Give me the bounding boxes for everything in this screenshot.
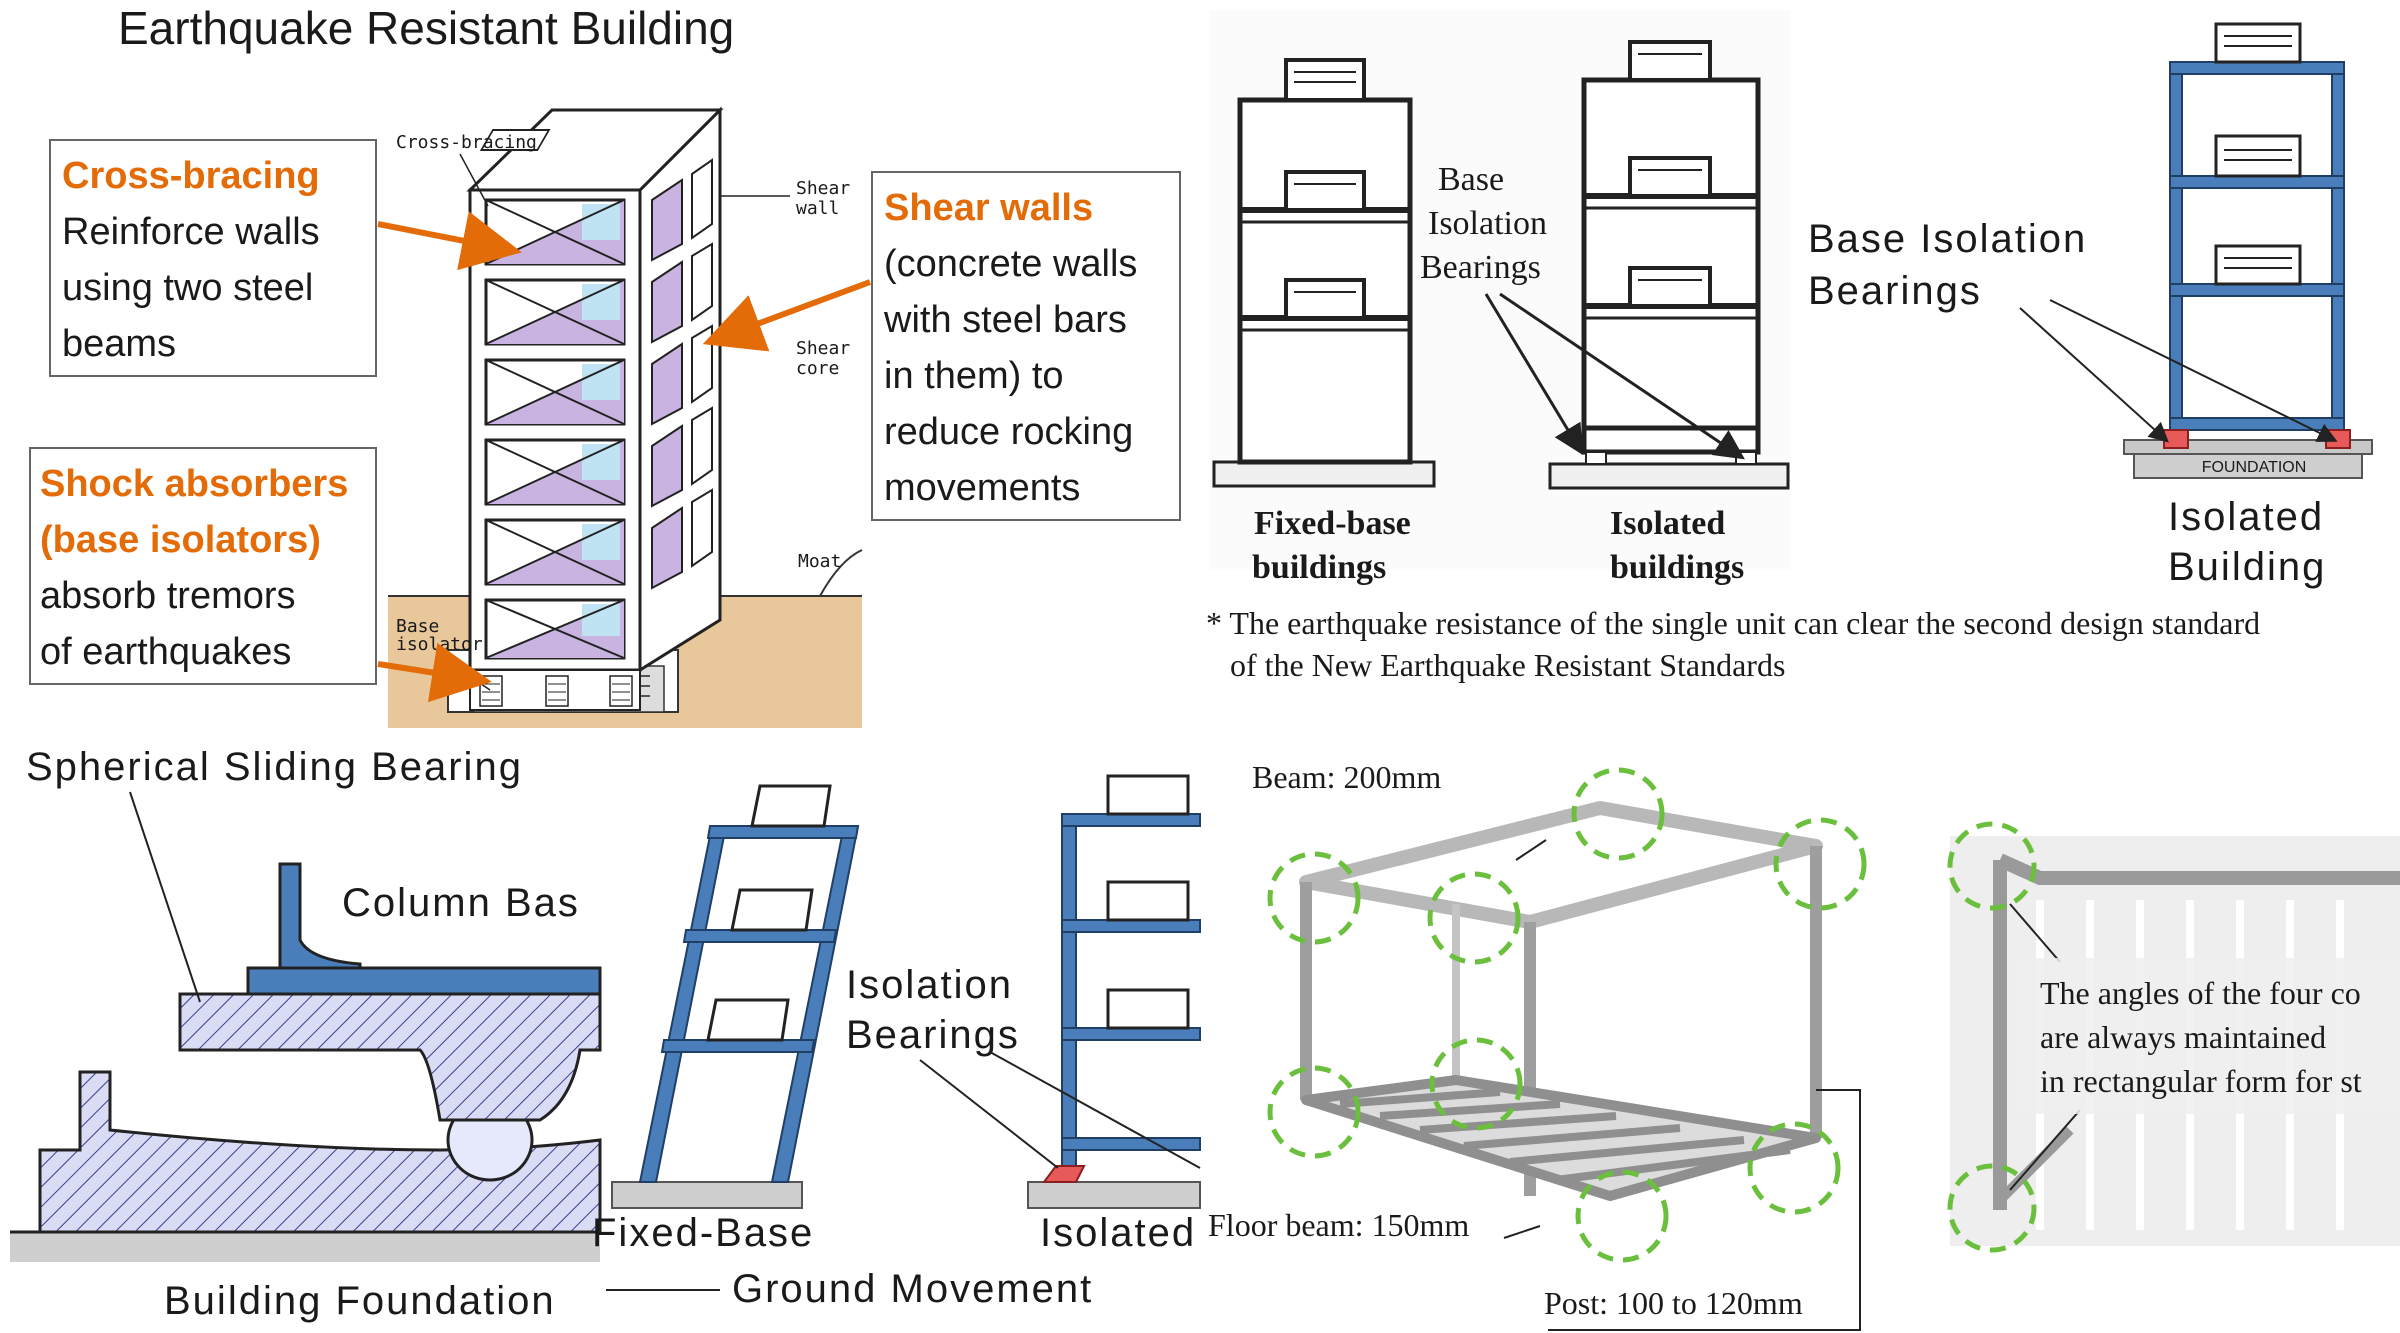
fixed-base-label: Fixed-Base	[592, 1211, 814, 1255]
arrow-shear-walls	[702, 279, 872, 352]
drawing-label-cross-bracing: Cross-bracing	[396, 132, 537, 153]
panel-container-frame: Beam: 200mm Floor beam: 150mm Post: 100 …	[1204, 750, 2400, 1333]
post-label: Post: 100 to 120mm	[1544, 1285, 1803, 1321]
isolated-building-caption: Isolated	[2168, 495, 2324, 539]
building-drawing: Cross-bracing Shear wall Shear core Moat…	[396, 106, 850, 711]
isolated-caption: Isolated	[1610, 505, 1725, 542]
arrow-bearing-left-blue	[2019, 307, 2169, 443]
floor-beam-label: Floor beam: 150mm	[1208, 1207, 1469, 1243]
page-title: Earthquake Resistant Building	[118, 2, 734, 54]
column-base-plate	[246, 966, 602, 996]
shock-absorbers-line: absorb tremors	[40, 575, 296, 617]
isolated-building-caption: Building	[2168, 545, 2326, 589]
isolation-bearings-label: Base Isolation	[1808, 217, 2087, 261]
drawing-label-base-isolator-1: Base	[396, 616, 439, 637]
drawing-label-shear-wall-1: Shear	[796, 178, 850, 199]
shear-walls-line: with steel bars	[883, 299, 1127, 341]
arrow-shock-absorbers	[377, 642, 492, 703]
shock-absorbers-line: of earthquakes	[40, 631, 291, 673]
callout-shear-walls: Shear walls (concrete walls with steel b…	[702, 171, 1181, 521]
panel-spherical-bearing: Spherical Sliding Bearing Column Bas Bui…	[10, 745, 602, 1323]
corner-note: The angles of the four co	[2040, 975, 2361, 1011]
cross-bracing-heading: Cross-bracing	[62, 155, 320, 197]
shear-walls-line: in them) to	[884, 355, 1064, 397]
column-stem	[278, 862, 362, 970]
leader-isolation-left	[919, 1059, 1059, 1169]
bearings-label: Isolation	[1428, 205, 1547, 242]
corner-note: in rectangular form for st	[2040, 1063, 2362, 1099]
bearings-label: Bearings	[1420, 249, 1541, 286]
cross-bracing-line: using two steel	[62, 267, 313, 309]
shear-walls-heading: Shear walls	[884, 187, 1093, 229]
foundation-block	[38, 1070, 602, 1234]
bearings-label: Base	[1438, 161, 1504, 198]
upper-plate	[178, 992, 602, 1122]
fixed-base-tilted-frame	[611, 784, 860, 1209]
isolation-bearings-label: Bearings	[846, 1013, 1020, 1057]
building-foundation-label: Building Foundation	[164, 1279, 556, 1323]
isolated-label: Isolated	[1040, 1211, 1196, 1255]
isolated-building	[1548, 40, 1790, 490]
design-standard-note: * The earthquake resistance of the singl…	[1206, 605, 2260, 641]
callout-cross-bracing: Cross-bracing Reinforce walls using two …	[49, 139, 522, 377]
shear-walls-line: movements	[884, 467, 1080, 509]
arrow-bearing-right-blue	[2049, 299, 2338, 442]
isolation-bearings-label: Isolation	[846, 963, 1013, 1007]
fixed-base-caption: buildings	[1252, 549, 1386, 586]
panel-isolated-building: FOUNDATION Base Isolation Bearings Isola…	[1808, 22, 2373, 589]
panel-ground-movement: Isolation Bearings Fixed-Base Isolated G…	[592, 774, 1201, 1311]
drawing-label-shear-wall-2: wall	[796, 198, 839, 219]
shear-walls-line: (concrete walls	[884, 243, 1137, 285]
leader-spherical	[129, 791, 201, 1003]
container-frame-drawing	[1267, 767, 1867, 1331]
corner-detail-drawing	[1947, 821, 2400, 1253]
drawing-label-shear-core-1: Shear	[796, 338, 850, 359]
cross-bracing-line: Reinforce walls	[62, 211, 320, 253]
shock-absorbers-heading: Shock absorbers	[40, 463, 348, 505]
base-isolators	[469, 669, 641, 711]
front-floor-bays	[484, 198, 626, 660]
corner-note: are always maintained	[2040, 1019, 2326, 1055]
beam-label: Beam: 200mm	[1252, 759, 1441, 795]
fixed-base-caption: Fixed-base	[1254, 505, 1411, 542]
shock-absorbers-heading: (base isolators)	[40, 519, 321, 561]
panel-fixed-vs-isolated: Base Isolation Bearings Fixed-base build…	[1206, 10, 2260, 683]
callout-shock-absorbers: Shock absorbers (base isolators) absorb …	[29, 447, 492, 703]
arrow-bearing-left	[1484, 293, 1584, 456]
isolated-upright-frame	[1027, 774, 1201, 1209]
column-base-label: Column Bas	[342, 881, 580, 925]
spherical-sliding-bearing-label: Spherical Sliding Bearing	[26, 745, 523, 789]
drawing-label-moat: Moat	[798, 551, 841, 572]
blue-frame-building	[2123, 22, 2373, 479]
cross-bracing-line: beams	[62, 323, 176, 365]
drawing-label-shear-core-2: core	[796, 358, 839, 379]
ground-movement-label: Ground Movement	[732, 1267, 1093, 1311]
arrow-cross-bracing	[377, 211, 522, 271]
leader-isolation-right	[989, 1051, 1201, 1169]
isolated-caption: buildings	[1610, 549, 1744, 586]
shear-walls-line: reduce rocking	[884, 411, 1133, 453]
drawing-label-base-isolator-2: isolator	[396, 634, 483, 655]
side-floor-bays	[651, 158, 713, 590]
design-standard-note: of the New Earthquake Resistant Standard…	[1230, 647, 1785, 683]
isolation-bearings-label: Bearings	[1808, 269, 1982, 313]
panel-earthquake-building: Earthquake Resistant Building	[29, 2, 1181, 728]
fixed-base-building	[1212, 58, 1436, 488]
foundation-label: FOUNDATION	[2202, 459, 2307, 476]
arrow-bearing-right	[1499, 292, 1745, 460]
